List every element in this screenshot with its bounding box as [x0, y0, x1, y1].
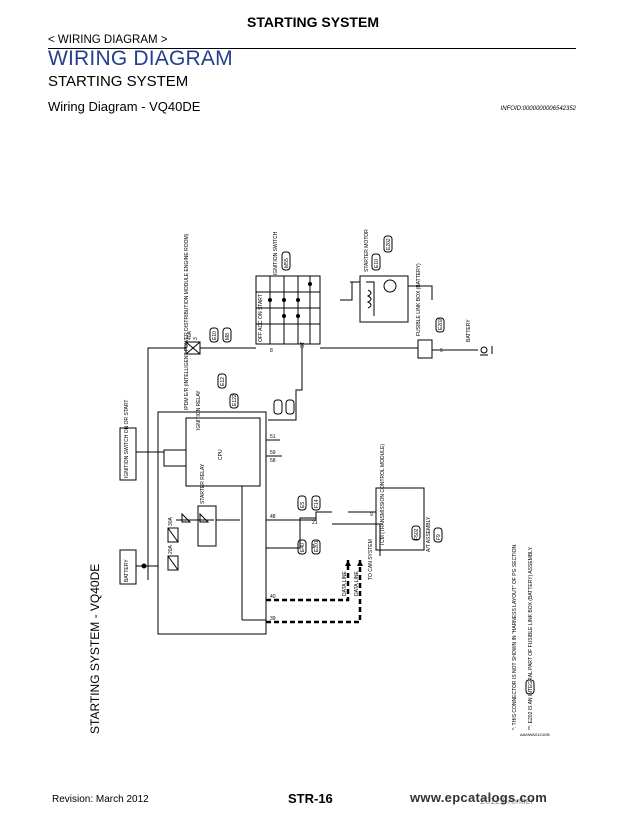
label-pin-9: 9: [370, 512, 373, 518]
label-battery-left: BATTERY: [124, 559, 130, 582]
label-ign-on-start: IGNITION SWITCH ON OR START: [124, 400, 130, 478]
header-rule: [48, 48, 576, 49]
label-pin-21: 21: [312, 520, 318, 526]
label-tcm: TCM (TRANSMISSION CONTROL MODULE): [380, 444, 386, 546]
fusible-link-box: [417, 339, 433, 359]
label-fuse-40a: 40A: [187, 330, 193, 340]
label-pin-39: 39: [270, 616, 276, 622]
label-fuse-40a-num: 3: [193, 337, 199, 340]
label-ignition-switch: IGNITION SWITCH: [273, 231, 279, 275]
label-cpu: CPU: [218, 449, 224, 460]
label-conn-m8: M8: [225, 333, 231, 340]
label-fusible-link-conn: E202: [438, 318, 444, 330]
label-at-conn: F9: [436, 534, 442, 540]
label-conn-e201: E201: [314, 540, 320, 552]
label-conn-e40: E40: [300, 543, 306, 552]
label-tcm-conn: F502: [414, 528, 420, 540]
ignition-switch-box: [255, 275, 321, 345]
breadcrumb[interactable]: < WIRING DIAGRAM >: [48, 34, 168, 46]
label-starter-relay: STARTER RELAY: [200, 463, 206, 504]
ign-switch-on-start-box: [119, 427, 137, 481]
label-switch-positions: OFF ACC ON START: [258, 294, 264, 342]
page-header-title: STARTING SYSTEM: [247, 14, 379, 30]
fuse-40a: [185, 341, 201, 355]
label-fuse-20a: 20A: [168, 544, 174, 554]
ipdm-outline: [157, 411, 267, 635]
label-data-line-2: DATA LINE: [354, 571, 360, 596]
label-starter-motor-conn-2: E202: [386, 238, 392, 250]
ignition-relay-box: [163, 449, 187, 467]
watermark: www.epcatalogs.com: [410, 790, 548, 805]
label-pin-6: 6: [440, 348, 443, 354]
info-id: INFOID:0000000006542352: [500, 106, 576, 112]
label-pin-59: 59: [270, 450, 276, 456]
label-data-line-1: DATA LINE: [342, 571, 348, 596]
label-pin-58: 58: [270, 458, 276, 464]
label-ipdm-conn-2: E122: [232, 394, 238, 406]
label-starter-motor-conn-1: E10: [374, 259, 380, 268]
section-title: WIRING DIAGRAM: [48, 47, 233, 70]
section-subtitle: STARTING SYSTEM: [48, 73, 189, 90]
starter-motor-symbol: [383, 279, 397, 293]
label-switch-st: ST: [300, 342, 306, 348]
label-conn-f14: F14: [314, 499, 320, 508]
starter-relay-box: [197, 505, 217, 547]
label-fuse-30a: 30A: [168, 516, 174, 526]
starter-motor-box: [359, 275, 409, 323]
footer-model: 2012 Frontier: [480, 796, 534, 806]
label-battery: BATTERY: [466, 319, 472, 342]
label-to-can: TO CAN SYSTEM: [368, 539, 374, 580]
label-pin-40: 40: [270, 594, 276, 600]
label-conn-e5: E5: [300, 502, 306, 508]
note-1: *: THIS CONNECTOR IS NOT SHOWN IN "HARNE…: [512, 543, 518, 730]
label-at-assembly: A/T ASSEMBLY: [426, 516, 432, 552]
label-conn-e10: E10: [212, 331, 218, 340]
label-pin-1: 1: [312, 544, 315, 550]
label-ipdm: IPDM E/R (INTELLIGENT POWER DISTRIBUTION…: [184, 233, 190, 410]
label-ipdm-conn-1: E12: [220, 377, 226, 386]
label-ignition-switch-conn: M55: [284, 258, 290, 268]
label-pin-48: 48: [270, 514, 276, 520]
figure-id: AAMWA0124GB: [520, 732, 550, 737]
label-starter-motor: STARTER MOTOR: [364, 229, 370, 272]
label-ignition-relay: IGNITION RELAY: [196, 390, 202, 430]
battery-left-box: [119, 549, 137, 585]
tcm-box: [375, 487, 425, 551]
label-pin-8: 8: [270, 348, 273, 354]
diagram-title: Wiring Diagram - VQ40DE: [48, 99, 201, 114]
footer-revision: Revision: March 2012: [52, 794, 149, 805]
label-pin-51: 51: [270, 434, 276, 440]
label-fusible-link: FUSIBLE LINK BOX (BATTERY): [416, 263, 422, 336]
note-2: **: E202 IS AN INTEGRAL PART OF FUSIBLE …: [528, 546, 534, 730]
footer-page-number: STR-16: [288, 791, 333, 806]
